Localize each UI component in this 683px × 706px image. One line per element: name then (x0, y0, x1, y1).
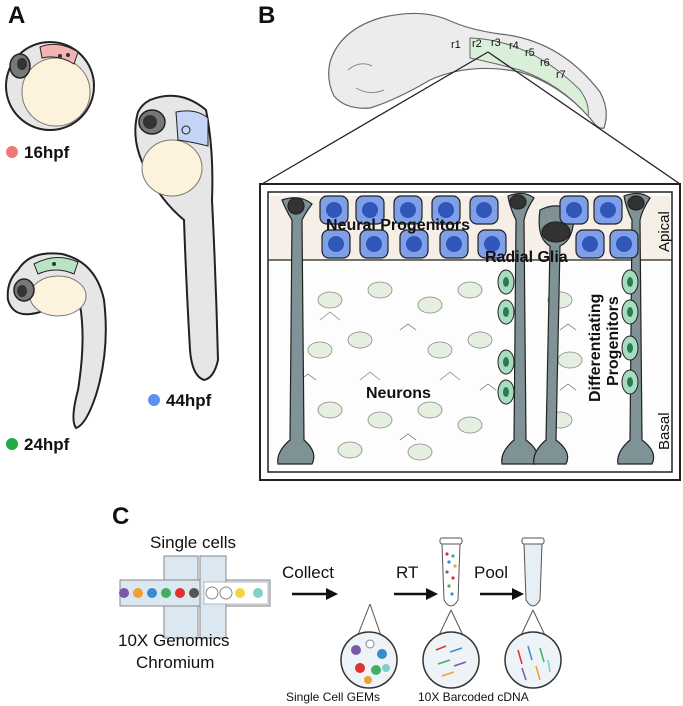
rhombomere-labels: r1 r2 r3 r4 r5 r6 r7 (451, 37, 566, 81)
radial-glia (277, 192, 655, 465)
rhombomere-label: r7 (556, 69, 566, 81)
single-cells-label: Single cells (150, 533, 236, 552)
chromium-line2: Chromium (136, 653, 214, 672)
zoom-line-left (261, 51, 489, 185)
collect-step-label: Collect (282, 563, 334, 582)
stage-16hpf-dot (6, 146, 18, 158)
zoom-line-right (487, 51, 681, 185)
neural-progenitors-label: Neural Progenitors (326, 217, 470, 234)
panel-a-letter: A (8, 2, 25, 29)
panel-c-letter: C (112, 503, 129, 530)
panel-b-letter: B (258, 2, 275, 29)
embryo-24hpf (6, 252, 107, 430)
pool-step-label: Pool (474, 563, 508, 582)
embryo-16hpf (5, 41, 95, 131)
apical-label: Apical (656, 211, 673, 252)
neurons-label: Neurons (366, 385, 431, 402)
cdna-caption: 10X Barcoded cDNA (418, 690, 529, 704)
rhombomere-label: r6 (540, 57, 550, 69)
gem-caption: Single Cell GEMs (286, 690, 380, 704)
rt-tube (439, 537, 463, 607)
stage-44hpf-dot (148, 394, 160, 406)
differentiating-label: Differentiating (587, 294, 604, 402)
rhombomere-label: r4 (509, 40, 519, 52)
radial-glia-label: Radial Glia (485, 249, 568, 266)
neuron-field (299, 281, 583, 461)
chromium-line1: 10X Genomics (118, 631, 230, 650)
rt-step-label: RT (396, 563, 418, 582)
rhombomere-label: r3 (491, 37, 501, 49)
pool-tube (521, 537, 545, 607)
pool-zoom (504, 609, 562, 689)
stage-16hpf-label: 16hpf (24, 143, 70, 162)
gem-zoom (340, 603, 398, 689)
embryo-44hpf (134, 94, 220, 382)
stage-44hpf-label: 44hpf (166, 391, 212, 410)
neural-progenitors (319, 195, 639, 259)
fish-head (328, 12, 607, 129)
rt-zoom (422, 609, 480, 689)
pool-arrow (480, 588, 524, 600)
single-cell-beads (119, 586, 263, 600)
stage-24hpf-label: 24hpf (24, 435, 70, 454)
differentiating-progenitors (497, 269, 639, 405)
basal-label: Basal (656, 412, 673, 450)
progenitors-label: Progenitors (605, 296, 622, 386)
rhombomere-label: r2 (472, 38, 482, 50)
stage-24hpf-dot (6, 438, 18, 450)
rhombomere-label: r1 (451, 39, 461, 51)
rt-arrow (394, 588, 438, 600)
collect-arrow (292, 588, 338, 600)
rhombomere-label: r5 (525, 47, 535, 59)
